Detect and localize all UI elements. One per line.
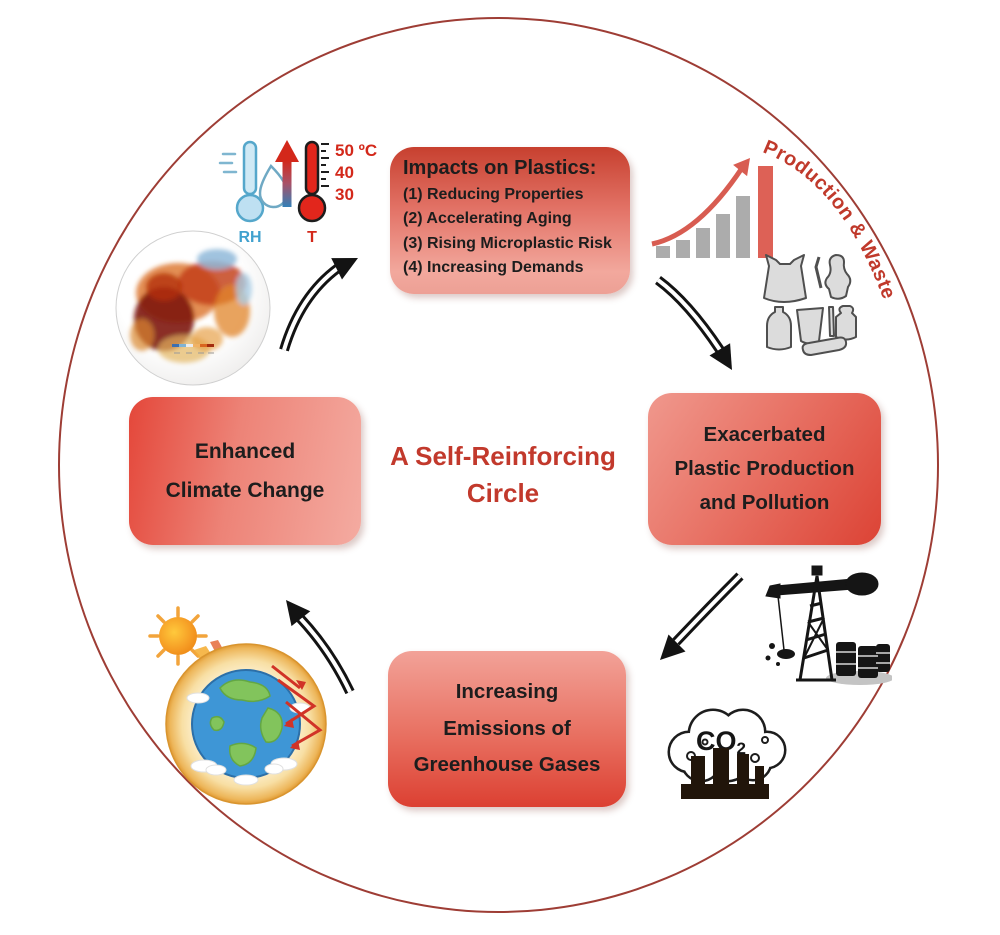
climate-line1: Enhanced	[194, 439, 296, 463]
bars	[656, 166, 773, 258]
diagram-title-line1: A Self-Reinforcing	[390, 441, 616, 471]
arrow-production-to-emissions	[660, 572, 744, 660]
impact-item-1: (1) Reducing Properties	[403, 186, 584, 203]
arrow-impacts-to-production	[654, 275, 732, 370]
climate-stressors-icon-group: RH T 50 ºC 40 30	[218, 140, 377, 246]
scale-30: 30	[335, 185, 354, 204]
temperature-scale: 50 ºC 40 30	[335, 141, 377, 204]
climate-line2: Climate Change	[165, 478, 325, 502]
crushed-bottle-icon	[824, 254, 852, 300]
global-temperature-map-icon	[115, 230, 271, 386]
exacerbated-line2: Plastic Production	[674, 457, 855, 481]
oil-derrick-icon	[765, 565, 892, 685]
arrowhead	[286, 600, 311, 627]
arrowhead	[331, 258, 358, 280]
exacerbated-plastic-box: Exacerbated Plastic Production and Pollu…	[648, 393, 881, 545]
emissions-line3: Greenhouse Gases	[413, 753, 601, 777]
wind-lines-icon	[218, 152, 238, 174]
scale-40: 40	[335, 163, 354, 182]
scale-50: 50 ºC	[335, 141, 377, 160]
diagram-title-line2: Circle	[466, 478, 540, 508]
counterweight	[845, 572, 879, 596]
rh-label: RH	[238, 229, 261, 246]
impacts-title: Impacts on Plastics:	[403, 157, 597, 179]
impact-item-2: (2) Accelerating Aging	[403, 210, 572, 228]
rising-bar-chart-icon	[651, 158, 773, 258]
derrick-tower	[796, 575, 836, 682]
factory-icon	[681, 748, 769, 799]
arrow-emissions-to-climate	[286, 600, 355, 695]
bottle-icon	[766, 306, 792, 351]
lying-bottle-icon	[801, 336, 848, 356]
toothbrush-icon	[828, 306, 835, 337]
arrowhead	[660, 634, 686, 660]
rising-temperature-arrow-icon	[275, 140, 299, 207]
plastic-waste-pile-icon	[763, 254, 857, 356]
arrow-climate-to-impacts	[279, 258, 358, 352]
jug-icon	[835, 305, 857, 341]
map-legend	[172, 344, 214, 354]
temperature-anomaly-blobs	[130, 249, 252, 363]
sun-icon	[148, 606, 208, 666]
plastic-bag-icon	[763, 254, 807, 303]
impact-item-3: (3) Rising Microplastic Risk	[403, 234, 612, 252]
exacerbated-line1: Exacerbated	[703, 423, 826, 447]
emissions-line2: Emissions of	[443, 716, 571, 740]
impact-item-4: (4) Increasing Demands	[403, 258, 584, 276]
derrick-crown	[811, 565, 823, 576]
earth-icon	[191, 669, 301, 779]
oil-drops	[765, 643, 795, 666]
greenhouse-emissions-box: Increasing Emissions of Greenhouse Gases	[388, 651, 626, 807]
cable	[777, 595, 785, 651]
cup-icon	[796, 307, 824, 345]
temperature-thermometer-icon: T	[297, 140, 329, 246]
straw-icon	[814, 256, 823, 289]
trend-arrowhead	[733, 158, 750, 177]
co2-cloud-factory-icon: CO2	[667, 708, 787, 799]
horse-head	[765, 583, 781, 599]
emissions-line1: Increasing	[455, 679, 559, 703]
arrowhead	[709, 343, 732, 370]
trend-arrow	[651, 166, 745, 247]
diagram-title: A Self-Reinforcing Circle	[350, 438, 656, 512]
cycle-circle-outline	[58, 17, 939, 913]
reflected-radiation-arrows	[271, 664, 323, 748]
thermometer-ticks	[321, 143, 329, 187]
impacts-on-plastics-box: Impacts on Plastics: (1) Reducing Proper…	[390, 147, 630, 294]
exacerbated-line3: and Pollution	[699, 490, 830, 514]
enhanced-climate-change-box: Enhanced Climate Change	[129, 397, 361, 545]
greenhouse-effect-earth-icon	[148, 606, 327, 805]
t-label: T	[307, 229, 317, 246]
radiation-arrowheads	[284, 680, 306, 750]
oil-barrels	[836, 642, 890, 678]
